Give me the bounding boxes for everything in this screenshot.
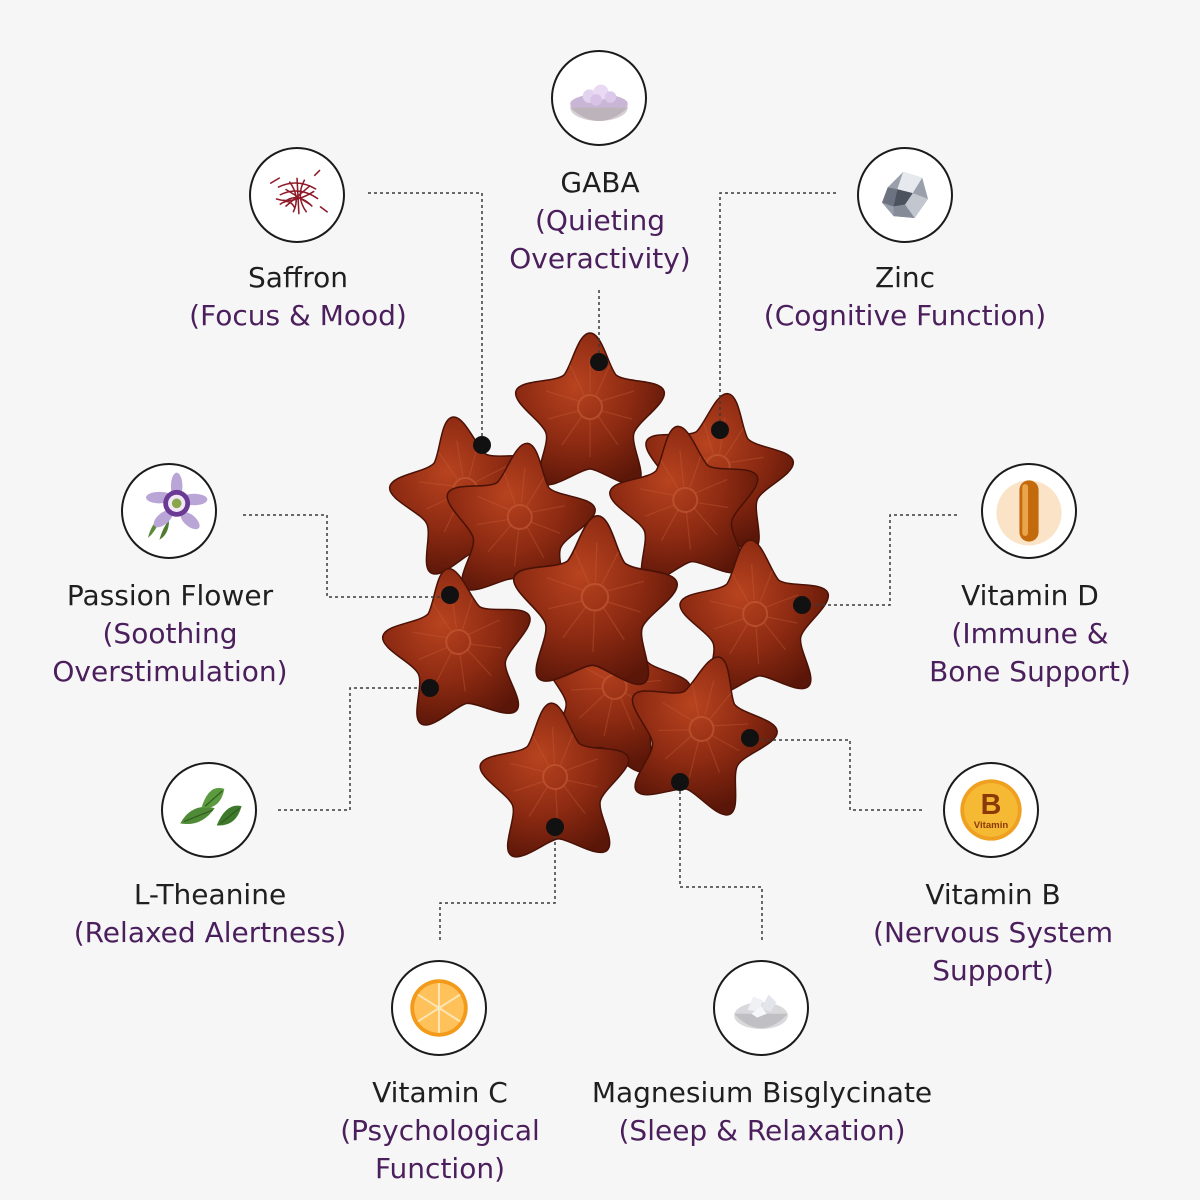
vitamin-b-word: Vitamin bbox=[974, 820, 1009, 831]
label-saffron: Saffron (Focus & Mood) bbox=[148, 259, 448, 335]
label-passion-flower: Passion Flower (Soothing Overstimulation… bbox=[20, 577, 320, 691]
ingredient-benefit: (Sleep & Relaxation) bbox=[618, 1114, 906, 1147]
marker-dot-saffron bbox=[473, 436, 491, 454]
connector-passion-flower bbox=[243, 514, 450, 598]
ingredient-benefit: Overactivity) bbox=[509, 242, 691, 275]
tea-leaves-icon bbox=[161, 762, 257, 858]
vitamin-d-capsule-icon bbox=[981, 463, 1077, 559]
label-vitamin-b: Vitamin B (Nervous System Support) bbox=[843, 876, 1143, 990]
marker-dot-magnesium bbox=[671, 773, 689, 791]
ingredient-benefit: (Nervous System bbox=[873, 916, 1113, 949]
ingredient-benefit: Overstimulation) bbox=[52, 655, 288, 688]
marker-dot-gaba bbox=[590, 353, 608, 371]
connector-zinc bbox=[719, 192, 836, 430]
zinc-mineral-icon bbox=[857, 147, 953, 243]
magnesium-crystals-icon bbox=[713, 960, 809, 1056]
label-gaba: GABA (Quieting Overactivity) bbox=[420, 164, 780, 278]
ingredient-benefit: (Quieting bbox=[535, 204, 665, 237]
label-magnesium: Magnesium Bisglycinate (Sleep & Relaxati… bbox=[572, 1074, 952, 1150]
ingredient-name: Vitamin D bbox=[961, 579, 1099, 612]
marker-dot-vitamin-b bbox=[741, 729, 759, 747]
ingredient-name: Zinc bbox=[874, 261, 936, 294]
vitamin-b-badge-icon: B Vitamin bbox=[943, 762, 1039, 858]
ingredient-benefit: (Cognitive Function) bbox=[763, 299, 1047, 332]
marker-dot-l-theanine bbox=[421, 679, 439, 697]
marker-dot-vitamin-d bbox=[793, 596, 811, 614]
marker-dot-passion-flower bbox=[441, 586, 459, 604]
marker-dot-zinc bbox=[711, 421, 729, 439]
ingredient-name: Vitamin C bbox=[372, 1076, 508, 1109]
ingredient-benefit: (Relaxed Alertness) bbox=[73, 916, 347, 949]
ingredient-name: GABA bbox=[560, 166, 640, 199]
connector-magnesium bbox=[679, 782, 763, 940]
saffron-threads-icon bbox=[249, 147, 345, 243]
label-vitamin-c: Vitamin C (Psychological Function) bbox=[300, 1074, 580, 1188]
orange-slice-icon bbox=[391, 960, 487, 1056]
ingredient-name: L-Theanine bbox=[133, 878, 287, 911]
ingredient-name: Saffron bbox=[248, 261, 348, 294]
gaba-powder-icon bbox=[551, 50, 647, 146]
connector-vitamin-d bbox=[802, 514, 957, 606]
ingredient-benefit: Support) bbox=[932, 954, 1054, 987]
ingredient-benefit: (Soothing bbox=[102, 617, 238, 650]
connector-vitamin-b bbox=[750, 739, 922, 811]
connector-vitamin-c bbox=[439, 827, 556, 940]
ingredient-benefit: Function) bbox=[374, 1152, 506, 1185]
vitamin-b-letter: B bbox=[981, 789, 1002, 821]
ingredient-name: Vitamin B bbox=[925, 878, 1061, 911]
connector-saffron bbox=[368, 192, 483, 440]
label-zinc: Zinc (Cognitive Function) bbox=[745, 259, 1065, 335]
ingredient-benefit: (Immune & bbox=[951, 617, 1109, 650]
ingredient-name: Magnesium Bisglycinate bbox=[591, 1076, 933, 1109]
connector-l-theanine bbox=[278, 687, 430, 811]
ingredient-name: Passion Flower bbox=[66, 579, 274, 612]
label-vitamin-d: Vitamin D (Immune & Bone Support) bbox=[880, 577, 1180, 691]
ingredient-benefit: Bone Support) bbox=[929, 655, 1131, 688]
label-l-theanine: L-Theanine (Relaxed Alertness) bbox=[60, 876, 360, 952]
ingredient-benefit: (Focus & Mood) bbox=[189, 299, 407, 332]
passion-flower-icon bbox=[121, 463, 217, 559]
marker-dot-vitamin-c bbox=[546, 818, 564, 836]
ingredient-benefit: (Psychological bbox=[340, 1114, 540, 1147]
